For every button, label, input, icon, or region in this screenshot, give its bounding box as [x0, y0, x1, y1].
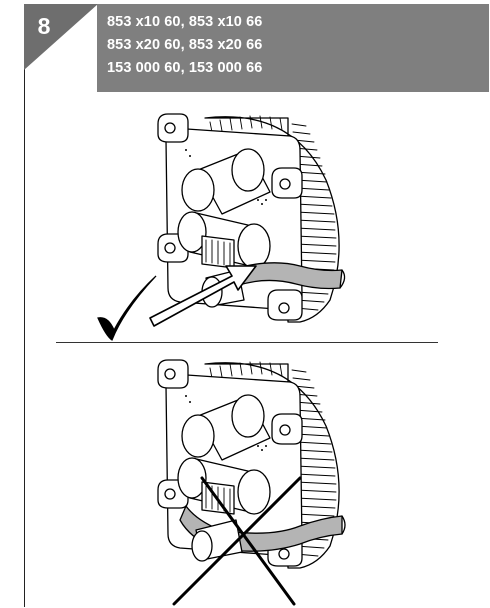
- arrow-icon: [149, 265, 257, 327]
- step-tab: [24, 4, 98, 70]
- header-bar: [97, 4, 489, 92]
- model-line-3: 153 000 60, 153 000 66: [107, 60, 263, 76]
- model-line-1: 853 x10 60, 853 x10 66: [107, 14, 263, 30]
- step-number: 8: [37, 13, 51, 39]
- model-line-2: 853 x20 60, 853 x20 66: [107, 37, 263, 53]
- cross-mark-icon: [172, 476, 302, 606]
- model-list: 853 x10 60, 853 x10 66 853 x20 60, 853 x…: [107, 11, 482, 80]
- section-divider: [56, 342, 438, 343]
- check-mark-icon: [97, 275, 157, 341]
